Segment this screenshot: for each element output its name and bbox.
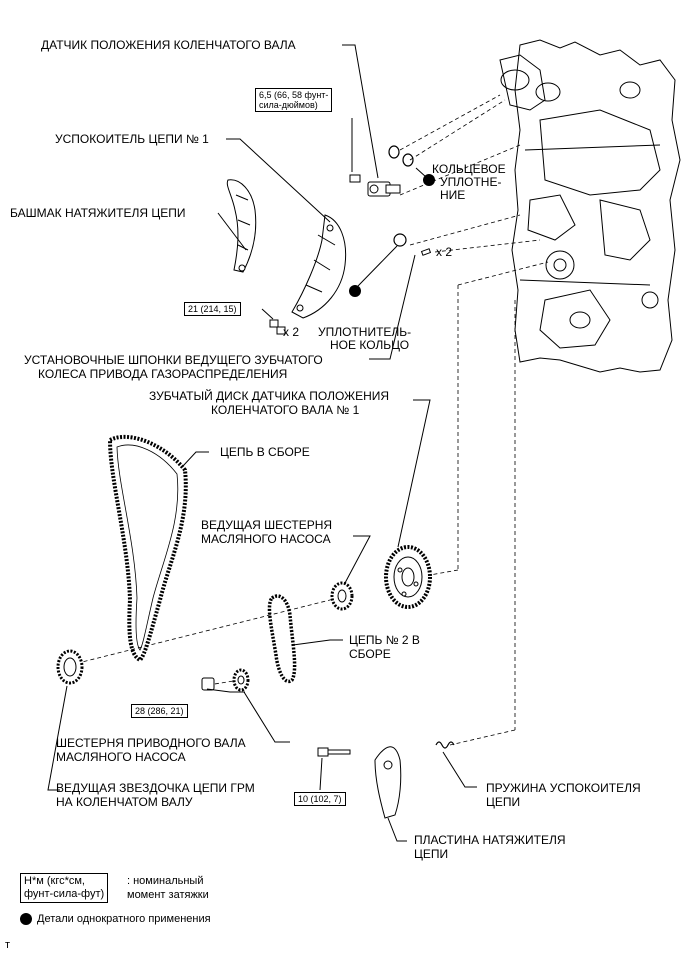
label-oil-pump-shaft-gear-line2: МАСЛЯНОГО НАСОСА xyxy=(56,750,186,764)
label-chain-assembly: ЦЕПЬ В СБОРЕ xyxy=(220,445,310,459)
label-tensioner-slipper: БАШМАК НАТЯЖИТЕЛЯ ЦЕПИ xyxy=(10,206,186,220)
shaft-gear-nut xyxy=(201,677,215,691)
tensioner-plate-bolt xyxy=(317,747,351,757)
crank-timing-sprocket xyxy=(56,649,84,685)
label-chain2-line1: ЦЕПЬ № 2 В xyxy=(349,633,420,647)
damper-bolts xyxy=(269,319,286,335)
label-crank-sprocket-line1: ВЕДУЩАЯ ЗВЕЗДОЧКА ЦЕПИ ГРМ xyxy=(56,781,255,795)
chain-tensioner-plate xyxy=(374,746,402,819)
quantity-keys: x 2 xyxy=(436,245,453,259)
chain-no2-assembly xyxy=(267,594,297,684)
label-seal-ring-line2: НОЕ КОЛЬЦО xyxy=(330,338,410,352)
crank-position-sensor xyxy=(367,181,401,197)
o-rings xyxy=(388,145,414,247)
legend-units-line2: фунт-сила-фут) xyxy=(24,888,105,900)
label-sensor-plate-line1: ЗУБЧАТЫЙ ДИСК ДАТЧИКА ПОЛОЖЕНИЯ xyxy=(149,389,390,403)
label-tensioner-plate-line2: ЦЕПИ xyxy=(414,847,449,861)
footer-mark: т xyxy=(5,939,11,951)
label-oil-pump-drive-gear-line2: МАСЛЯНОГО НАСОСА xyxy=(201,532,331,546)
label-crank-sensor: ДАТЧИК ПОЛОЖЕНИЯ КОЛЕНЧАТОГО ВАЛА xyxy=(41,38,296,52)
label-damper-spring-line2: ЦЕПИ xyxy=(486,795,521,809)
legend-non-reusable-text: Детали однократного применения xyxy=(37,913,211,925)
chain-damper-spring xyxy=(435,741,455,749)
sensor-bolt xyxy=(349,174,361,183)
non-reusable-marker-seal-ring xyxy=(349,285,361,297)
label-chain-damper-1: УСПОКОИТЕЛЬ ЦЕПИ № 1 xyxy=(55,132,209,146)
tensioner-slipper xyxy=(226,179,257,273)
torque-sensor-bolt-line1: 6,5 (66, 58 фунт- xyxy=(259,90,329,100)
legend-non-reusable-dot xyxy=(20,913,32,925)
torque-damper-bolts: 21 (214, 15) xyxy=(184,302,241,316)
torque-sensor-bolt: 6,5 (66, 58 фунт- сила-дюймов) xyxy=(255,88,333,112)
label-oil-pump-shaft-gear-line1: ШЕСТЕРНЯ ПРИВОДНОГО ВАЛА xyxy=(56,736,246,750)
label-chain2-line2: СБОРЕ xyxy=(349,647,391,661)
leader-lines xyxy=(47,44,477,842)
label-damper-spring-line1: ПРУЖИНА УСПОКОИТЕЛЯ xyxy=(486,781,641,795)
legend-units-line1: Н*м (кгс*см, xyxy=(24,875,85,887)
label-keys-line1: УСТАНОВОЧНЫЕ ШПОНКИ ВЕДУЩЕГО ЗУБЧАТОГО xyxy=(24,353,323,367)
label-o-ring-line2: УПЛОТНЕ- xyxy=(440,175,502,189)
label-o-ring-line1: КОЛЬЦЕВОЕ xyxy=(432,162,506,176)
oil-pump-shaft-gear xyxy=(232,668,250,692)
label-seal-ring-line1: УПЛОТНИТЕЛЬ- xyxy=(318,325,412,339)
alignment-lines xyxy=(69,94,549,746)
timing-keys xyxy=(420,248,432,256)
label-o-ring-line3: НИЕ xyxy=(440,188,466,202)
legend-desc-line2: момент затяжки xyxy=(127,889,209,901)
oil-pump-drive-gear xyxy=(330,581,354,611)
torque-plate-bolt: 10 (102, 7) xyxy=(294,792,346,806)
label-crank-sprocket-line2: НА КОЛЕНЧАТОМ ВАЛУ xyxy=(56,795,193,809)
legend-desc-line1: : номинальный xyxy=(127,875,204,887)
non-reusable-marker-o-ring xyxy=(423,174,435,186)
chain-assembly xyxy=(107,434,188,663)
label-tensioner-plate-line1: ПЛАСТИНА НАТЯЖИТЕЛЯ xyxy=(414,833,566,847)
label-sensor-plate-line2: КОЛЕНЧАТОГО ВАЛА № 1 xyxy=(211,403,360,417)
torque-sensor-bolt-line2: сила-дюймов) xyxy=(259,100,318,110)
label-oil-pump-drive-gear-line1: ВЕДУЩАЯ ШЕСТЕРНЯ xyxy=(201,518,333,532)
chain-damper-1 xyxy=(291,214,347,319)
engine-block xyxy=(499,39,681,373)
torque-shaft-gear-nut: 28 (286, 21) xyxy=(131,704,188,718)
legend-units-box: Н*м (кгс*см, фунт-сила-фут) xyxy=(20,873,109,903)
label-keys-line2: КОЛЕСА ПРИВОДА ГАЗОРАСПРЕДЕЛЕНИЯ xyxy=(38,367,288,381)
quantity-damper-bolts: x 2 xyxy=(283,325,300,339)
crank-sensor-plate xyxy=(384,545,432,609)
